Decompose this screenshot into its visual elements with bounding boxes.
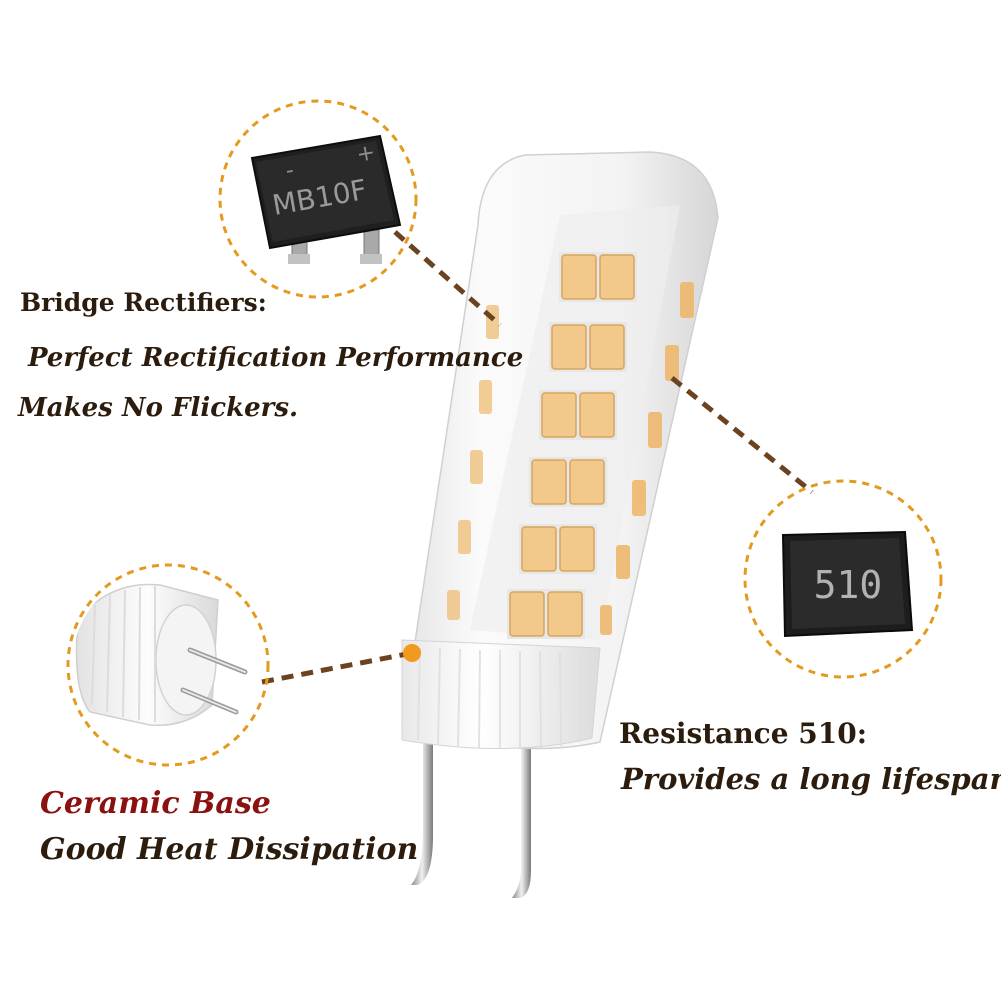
connector-dot	[403, 644, 421, 662]
led-chip	[599, 254, 635, 300]
callout-connectors	[261, 230, 814, 685]
led-bulb	[401, 151, 719, 750]
led-chip	[547, 591, 583, 637]
ceramic-base-line1: Good Heat Dissipation	[40, 832, 419, 867]
rectifier-plus: +	[355, 140, 377, 168]
resistor-chip-image: 510	[781, 530, 914, 638]
resistance-line1: Provides a long lifespan.	[621, 762, 1001, 796]
led-chip	[509, 591, 545, 637]
bridge-rectifiers-line1: Perfect Rectification Performance	[28, 343, 524, 373]
resistor-marking: 510	[814, 563, 883, 607]
rectifier-chip-image: MB10F - +	[250, 134, 402, 264]
ceramic-base-image	[75, 583, 248, 727]
led-chip	[559, 526, 595, 572]
led-chip	[531, 459, 567, 505]
callout-rings	[66, 99, 943, 767]
bridge-rectifiers-line2: Makes No Flickers.	[18, 393, 299, 423]
ceramic-base-title: Ceramic Base	[40, 786, 271, 821]
led-chip	[569, 459, 605, 505]
led-chip	[579, 392, 615, 438]
led-chip	[589, 324, 625, 370]
led-chip	[541, 392, 577, 438]
bulb-pins	[411, 735, 531, 898]
led-chip-grid	[507, 252, 637, 639]
led-chip	[561, 254, 597, 300]
bridge-rectifiers-title: Bridge Rectifiers:	[20, 288, 267, 317]
led-chip	[551, 324, 587, 370]
led-chip	[521, 526, 557, 572]
resistance-title: Resistance 510:	[619, 717, 868, 750]
